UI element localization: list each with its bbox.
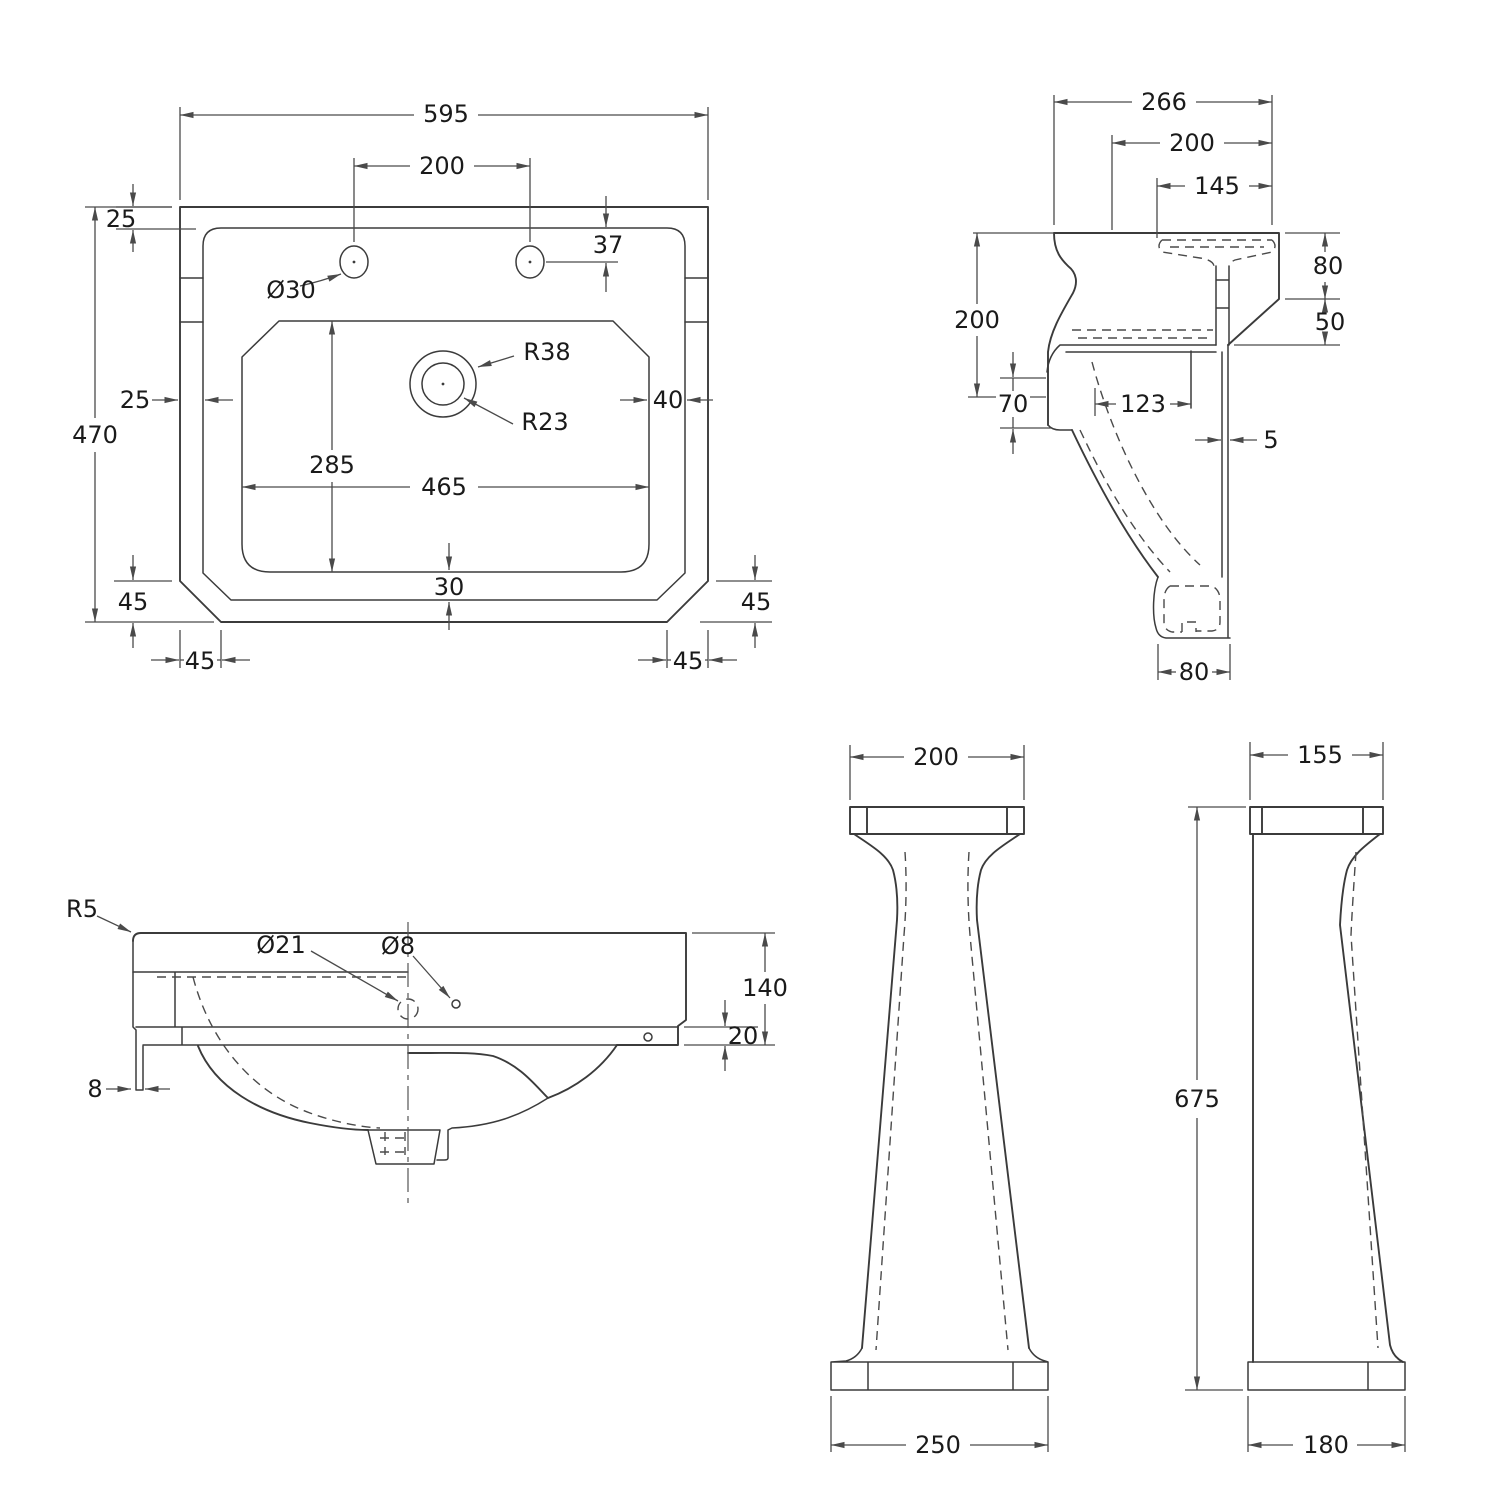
dim-pedestal-front-top: 200 bbox=[913, 743, 959, 771]
side-support-curve bbox=[1071, 429, 1159, 578]
front-trap-hidden bbox=[380, 1132, 408, 1155]
side-flange-hidden bbox=[1158, 239, 1276, 267]
dim-pedestal-side-base: 180 bbox=[1303, 1431, 1349, 1459]
dim-plan-depth: 470 bbox=[72, 421, 118, 449]
dim-front-corner: R5 bbox=[66, 895, 98, 923]
tap-hole-right bbox=[515, 245, 545, 279]
view-basin-front-section: R5 Ø21 Ø8 140 20 8 bbox=[66, 895, 788, 1205]
front-trap bbox=[367, 1129, 441, 1165]
side-apron-bottom bbox=[1047, 424, 1073, 431]
dim-front-rim: 140 bbox=[742, 974, 788, 1002]
front-bowl-right-section bbox=[407, 1044, 618, 1099]
dim-plan-tap-dia: Ø30 bbox=[266, 276, 315, 304]
side-support-hidden bbox=[1079, 429, 1171, 573]
side-top-and-back bbox=[1053, 232, 1280, 346]
dim-plan-rim-left: 25 bbox=[120, 386, 151, 414]
dim-plan-bowl-width: 465 bbox=[421, 473, 467, 501]
pedestal-side-column bbox=[1252, 833, 1404, 1363]
side-front-face bbox=[1047, 232, 1077, 426]
dim-side-apron-drop: 50 bbox=[1315, 308, 1346, 336]
dim-plan-chamfer-right-v: 45 bbox=[741, 588, 772, 616]
dim-side-flange: 145 bbox=[1194, 172, 1240, 200]
side-back-wall bbox=[1221, 344, 1229, 638]
dim-plan-bowl-gap: 30 bbox=[434, 573, 465, 601]
dim-plan-waste-outer: R38 bbox=[523, 338, 570, 366]
tap-hole-left bbox=[339, 245, 369, 279]
dim-side-foot: 80 bbox=[1179, 658, 1210, 686]
dim-side-lip: 70 bbox=[998, 390, 1029, 418]
front-rim-lines bbox=[132, 971, 679, 1046]
dim-side-mid-depth: 200 bbox=[1169, 129, 1215, 157]
front-outline bbox=[132, 932, 687, 1046]
waste-hole-inner bbox=[421, 362, 465, 406]
dim-pedestal-side-top: 155 bbox=[1297, 741, 1343, 769]
front-bowl-right-under bbox=[436, 1097, 549, 1161]
view-basin-plan: 595 200 25 37 Ø30 470 25 40 R38 R23 285 … bbox=[72, 100, 772, 675]
dim-plan-width: 595 bbox=[423, 100, 469, 128]
side-ledge-hidden bbox=[1072, 329, 1213, 339]
dim-plan-hole-drop: 37 bbox=[593, 231, 624, 259]
waste-hole-outer bbox=[409, 350, 477, 418]
dim-side-inset: 123 bbox=[1120, 390, 1166, 418]
dim-plan-chamfer-right-h: 45 bbox=[673, 647, 704, 675]
pedestal-front-hidden bbox=[875, 851, 1009, 1351]
plan-inner-rim bbox=[202, 227, 686, 601]
pedestal-front-foot bbox=[830, 1347, 1049, 1391]
side-foot bbox=[1152, 576, 1231, 639]
pedestal-front-column bbox=[853, 833, 1030, 1349]
plan-outer-outline bbox=[179, 206, 709, 623]
dim-front-overflow: Ø21 bbox=[256, 931, 305, 959]
fixing-hole-centre bbox=[451, 999, 461, 1009]
dim-side-front-drop: 200 bbox=[954, 306, 1000, 334]
dim-plan-waste-inner: R23 bbox=[521, 408, 568, 436]
side-web bbox=[1215, 265, 1230, 346]
front-left-lip bbox=[132, 940, 144, 1091]
dim-plan-tap-centres: 200 bbox=[419, 152, 465, 180]
dim-pedestal-side-height: 675 bbox=[1174, 1085, 1220, 1113]
pedestal-side-hidden bbox=[1350, 851, 1379, 1349]
pedestal-side-cap bbox=[1249, 806, 1384, 835]
pedestal-front-cap bbox=[849, 806, 1025, 835]
dim-front-ledge: 20 bbox=[728, 1022, 759, 1050]
dim-front-fixing: Ø8 bbox=[381, 932, 415, 960]
plan-side-notches bbox=[179, 277, 709, 323]
view-pedestal-side: 155 675 180 bbox=[1174, 741, 1406, 1459]
dim-pedestal-front-base: 250 bbox=[915, 1431, 961, 1459]
dim-side-back-drop: 80 bbox=[1313, 252, 1344, 280]
dim-plan-chamfer-left-h: 45 bbox=[185, 647, 216, 675]
dim-side-depth: 266 bbox=[1141, 88, 1187, 116]
front-bowl-left bbox=[197, 1045, 369, 1131]
dim-front-lip: 8 bbox=[87, 1075, 102, 1103]
plan-bowl-outline bbox=[241, 320, 650, 573]
side-foot-hidden bbox=[1163, 585, 1221, 633]
dim-plan-chamfer-left-v: 45 bbox=[118, 588, 149, 616]
view-basin-side-section: 266 200 145 200 80 50 70 123 5 80 bbox=[954, 88, 1345, 686]
pedestal-side-foot bbox=[1247, 1361, 1406, 1391]
dim-plan-rim-right: 40 bbox=[653, 386, 684, 414]
dim-plan-bowl-depth: 285 bbox=[309, 451, 355, 479]
dim-plan-rim-top: 25 bbox=[106, 205, 137, 233]
front-bowl-hidden bbox=[157, 976, 408, 1129]
fixing-hole-right bbox=[643, 1032, 653, 1042]
dim-side-wall: 5 bbox=[1263, 426, 1278, 454]
view-pedestal-front: 200 250 bbox=[830, 743, 1049, 1459]
